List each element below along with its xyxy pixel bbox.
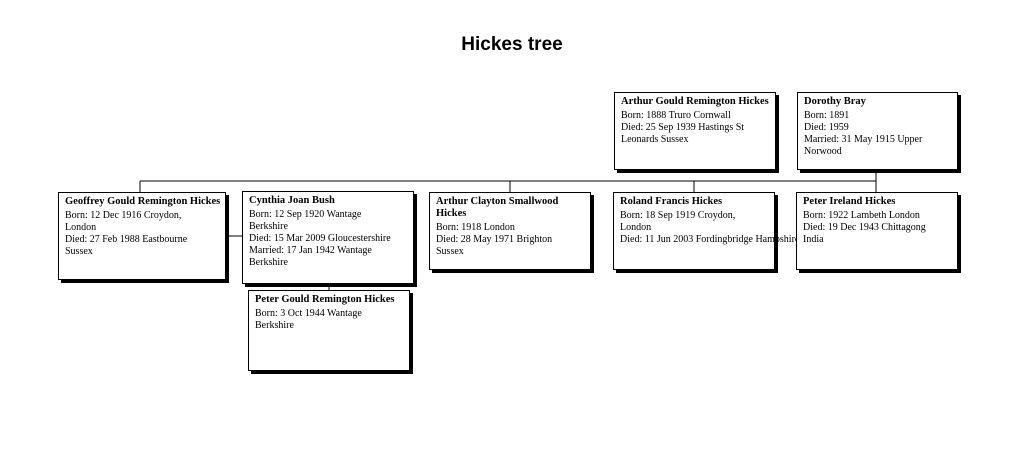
person-died: Died: 15 Mar 2009 Gloucestershire	[249, 233, 391, 244]
person-born: Born: 1891	[804, 110, 850, 121]
person-born: Born: 1888 Truro Cornwall	[621, 110, 731, 121]
person-died: Died: 28 May 1971 Brighton Sussex	[436, 234, 553, 257]
person-card-dorothy-bray[interactable]: Dorothy Bray Born: 1891 Died: 1959 Marri…	[797, 92, 958, 170]
person-card-cynthia-joan-bush[interactable]: Cynthia Joan Bush Born: 12 Sep 1920 Want…	[242, 191, 414, 284]
person-married: Married: 31 May 1915 Upper Norwood	[804, 134, 923, 157]
person-name: Peter Gould Remington Hickes	[255, 294, 395, 305]
person-name: Dorothy Bray	[804, 96, 866, 107]
person-card-peter-gould-remington-hickes[interactable]: Peter Gould Remington Hickes Born: 3 Oct…	[248, 290, 410, 371]
person-died: Died: 27 Feb 1988 Eastbourne Sussex	[65, 234, 188, 257]
person-name: Peter Ireland Hickes	[803, 196, 896, 207]
person-born: Born: 18 Sep 1919 Croydon, London	[620, 210, 736, 233]
person-born: Born: 3 Oct 1944 Wantage Berkshire	[255, 308, 362, 331]
person-name: Geoffrey Gould Remington Hickes	[65, 196, 221, 207]
person-died: Died: 19 Dec 1943 Chittagong India	[803, 222, 926, 245]
person-died: Died: 11 Jun 2003 Fordingbridge Hampshir…	[620, 234, 800, 245]
person-married: Married: 17 Jan 1942 Wantage Berkshire	[249, 245, 372, 268]
person-born: Born: 1918 London	[436, 222, 515, 233]
person-died: Died: 1959	[804, 122, 849, 133]
person-name: Roland Francis Hickes	[620, 196, 723, 207]
person-born: Born: 12 Sep 1920 Wantage Berkshire	[249, 209, 362, 232]
person-card-arthur-gould-remington-hickes[interactable]: Arthur Gould Remington Hickes Born: 1888…	[614, 92, 776, 170]
person-name: Arthur Clayton Smallwood Hickes	[436, 196, 559, 219]
person-card-geoffrey-gould-remington-hickes[interactable]: Geoffrey Gould Remington Hickes Born: 12…	[58, 192, 226, 280]
person-card-roland-francis-hickes[interactable]: Roland Francis Hickes Born: 18 Sep 1919 …	[613, 192, 800, 270]
person-card-arthur-clayton-smallwood-hickes[interactable]: Arthur Clayton Smallwood Hickes Born: 19…	[429, 192, 591, 270]
person-born: Born: 1922 Lambeth London	[803, 210, 920, 221]
person-born: Born: 12 Dec 1916 Croydon, London	[65, 210, 182, 233]
person-name: Arthur Gould Remington Hickes	[621, 96, 769, 107]
person-died: Died: 25 Sep 1939 Hastings St Leonards S…	[621, 122, 745, 145]
tree-title: Hickes tree	[461, 34, 563, 55]
person-card-peter-ireland-hickes[interactable]: Peter Ireland Hickes Born: 1922 Lambeth …	[796, 192, 958, 270]
person-name: Cynthia Joan Bush	[249, 195, 335, 206]
